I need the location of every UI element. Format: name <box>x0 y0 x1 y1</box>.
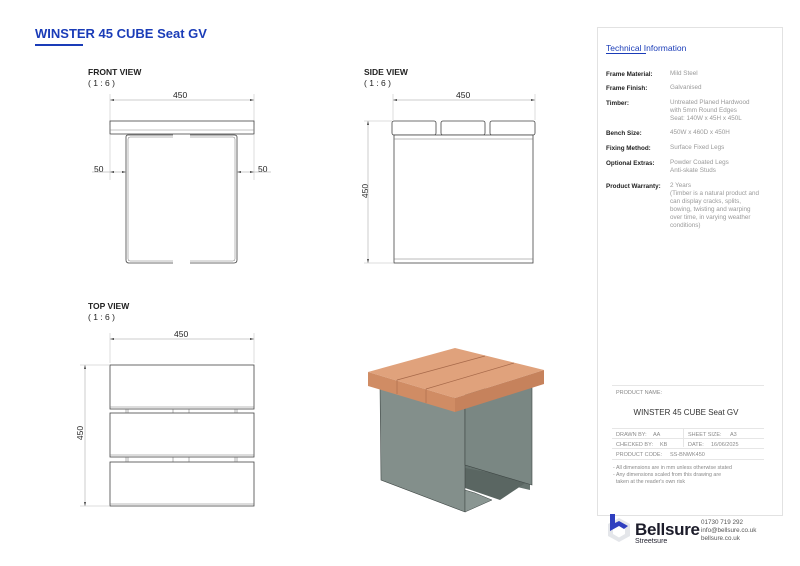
spec-value-timber: Untreated Planed Hardwood with 5mm Round… <box>670 99 750 122</box>
checked-by-value: KB <box>660 442 668 448</box>
title-block-vdivider <box>683 428 684 447</box>
sheet-size-label: SHEET SIZE: <box>688 432 722 438</box>
spec-key-frame-finish: Frame Finish: <box>606 85 648 92</box>
spec-key-fixing-method: Fixing Method: <box>606 145 651 152</box>
spec-value-product-warranty: 2 Years (Timber is a natural product and… <box>670 182 760 229</box>
spec-value-frame-material: Mild Steel <box>670 70 698 77</box>
drawn-by-value: AA <box>653 432 661 438</box>
contact-website[interactable]: bellsure.co.uk <box>701 535 740 542</box>
spec-key-frame-material: Frame Material: <box>606 71 653 78</box>
date-label: DATE: <box>688 442 704 448</box>
spec-key-bench-size: Bench Size: <box>606 130 642 137</box>
spec-value-bench-size: 450W x 460D x 450H <box>670 129 730 136</box>
front-left-offset-dim: 50 <box>94 164 104 174</box>
spec-key-timber: Timber: <box>606 100 629 107</box>
spec-value-frame-finish: Galvanised <box>670 84 702 91</box>
bellsure-hexagon-logo <box>608 514 630 542</box>
product-code-value: SS-BNWK450 <box>670 452 705 458</box>
product-name-label: PRODUCT NAME: <box>616 390 663 396</box>
spec-key-optional-extras: Optional Extras: <box>606 160 655 167</box>
contact-email[interactable]: info@bellsure.co.uk <box>701 527 757 534</box>
spec-key-product-warranty: Product Warranty: <box>606 183 661 190</box>
sheet-size-value: A3 <box>730 432 737 438</box>
technical-info-title: Technical Information <box>606 43 687 53</box>
title-block-divider <box>612 448 764 449</box>
title-block-divider <box>612 459 764 460</box>
brand-name: Bellsure <box>635 520 700 539</box>
drawing-note: - Any dimensions scaled from this drawin… <box>613 472 722 478</box>
product-name-value: WINSTER 45 CUBE Seat GV <box>633 408 739 417</box>
spec-value-optional-extras: Powder Coated Legs Anti-skate Studs <box>670 159 729 174</box>
technical-info-underline <box>606 53 646 54</box>
top-width-dim: 450 <box>174 329 189 339</box>
front-view-label: FRONT VIEW <box>88 67 142 77</box>
sub-brand-name: Streetsure <box>635 538 668 545</box>
drawn-by-label: DRAWN BY: <box>616 432 647 438</box>
side-view-label: SIDE VIEW <box>364 67 408 77</box>
title-underline <box>35 44 83 46</box>
contact-phone[interactable]: 01730 719 292 <box>701 519 744 526</box>
title-block-divider <box>612 428 764 429</box>
side-view-scale: ( 1 : 6 ) <box>364 78 391 88</box>
top-view-label: TOP VIEW <box>88 301 130 311</box>
side-width-dim: 450 <box>456 90 471 100</box>
page-title: WINSTER 45 CUBE Seat GV <box>35 26 207 41</box>
checked-by-label: CHECKED BY: <box>616 442 653 448</box>
date-value: 16/06/2025 <box>711 442 739 448</box>
drawing-note: - All dimensions are in mm unless otherw… <box>613 465 732 471</box>
spec-value-fixing-method: Surface Fixed Legs <box>670 144 725 151</box>
front-width-dim: 450 <box>173 90 188 100</box>
top-view-scale: ( 1 : 6 ) <box>88 312 115 322</box>
technical-info-panel <box>597 27 783 516</box>
drawing-note: taken at the reader's own risk <box>613 479 685 485</box>
front-view-scale: ( 1 : 6 ) <box>88 78 115 88</box>
title-block-divider <box>612 385 764 386</box>
front-right-offset-dim: 50 <box>258 164 268 174</box>
product-code-label: PRODUCT CODE: <box>616 452 663 458</box>
title-block-divider <box>612 438 764 439</box>
